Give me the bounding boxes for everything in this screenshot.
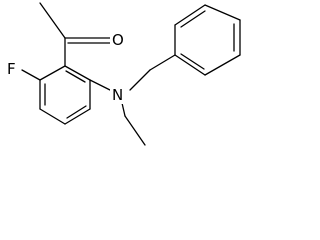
bond-r5-r6 (204, 54, 241, 76)
oxygen-label: O (112, 31, 124, 49)
double-bond-r2-r3 (180, 10, 206, 28)
ethyl-group (121, 102, 146, 146)
atom-label-nitrogen-group: N (110, 86, 128, 104)
oxygen-label-mask (110, 31, 127, 49)
bond-c1-c2 (64, 65, 91, 81)
structure-diagram: F O N (5, 2, 241, 146)
bond-c6-f (21, 69, 41, 81)
bond-c6-c1 (39, 65, 66, 81)
nitrogen-label: N (112, 86, 123, 104)
fluorine-label: F (7, 60, 16, 78)
nitrogen-label-mask (110, 86, 128, 104)
bond-n-ch2 (121, 102, 126, 117)
bond-benzyl-ch2-ring (149, 54, 176, 71)
double-bond-c1-c2 (65, 70, 86, 83)
atom-label-fluorine-group: F (5, 60, 19, 78)
fluorine-label-mask (5, 60, 19, 77)
benzyl-ring (174, 4, 241, 76)
bond-r2-r3 (174, 4, 206, 26)
bond-c4-c5 (39, 108, 66, 125)
bond-carbonyl-methyl (39, 2, 66, 39)
acetyl-group (39, 2, 111, 67)
double-bond-c3-c4 (66, 105, 87, 119)
bond-ch2-ch3 (124, 115, 146, 146)
bond-r6-r1 (174, 54, 206, 76)
bond-n-benzyl-ch2 (129, 69, 151, 91)
double-bond-r6-r1 (180, 53, 205, 70)
bond-r3-r4 (204, 4, 241, 21)
bond-c3-c4 (64, 108, 91, 125)
bond-c2-n (89, 79, 111, 91)
atom-label-oxygen-group: O (110, 31, 127, 49)
fluorophenyl-ring (39, 65, 91, 125)
